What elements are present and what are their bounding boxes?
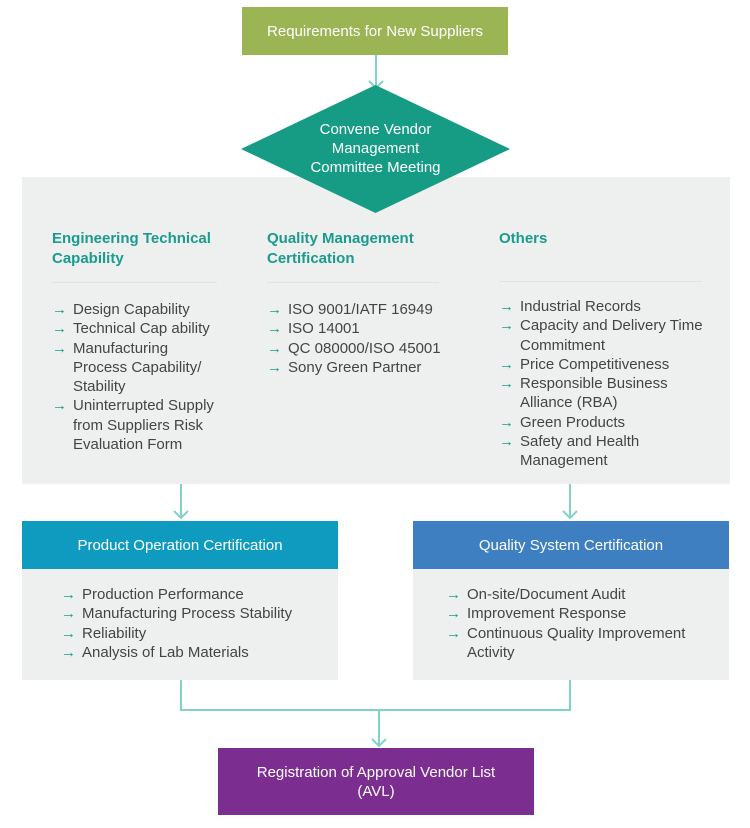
quality-cert-panel xyxy=(413,569,729,680)
column-divider xyxy=(52,282,217,283)
list-item: →Production Performance xyxy=(61,586,244,603)
list-item: →ISO 14001 xyxy=(267,320,360,338)
list-item: →Green Products xyxy=(499,413,626,431)
start-node: Requirements for New Suppliers xyxy=(242,7,508,55)
arrow-right-icon: → xyxy=(446,624,461,642)
arrow-right-icon: → xyxy=(499,317,514,335)
arrow-right-icon: → xyxy=(52,397,67,415)
column-title-line: Certification xyxy=(267,250,355,267)
product-cert-list: →Production Performance →Manufacturing P… xyxy=(61,585,331,662)
arrow-right-icon: → xyxy=(499,298,514,315)
list-item: →Design Capability xyxy=(52,301,190,318)
arrowhead-avl xyxy=(371,738,387,748)
decision-label: Convene Vendor Management Committee Meet… xyxy=(290,118,461,178)
arrow-right-icon: → xyxy=(267,358,282,376)
avl-label-line: (AVL) xyxy=(357,782,395,800)
engineering-list: →Design Capability →Technical Cap abilit… xyxy=(52,300,252,454)
arrow-right-icon: → xyxy=(267,320,282,338)
arrow-right-icon: → xyxy=(61,586,76,603)
product-cert-panel xyxy=(22,569,338,680)
list-item: →ISO 9001/IATF 16949 xyxy=(267,301,433,318)
others-list: →Industrial Records →Capacity and Delive… xyxy=(499,297,724,471)
arrow-right-icon: → xyxy=(61,643,76,661)
arrow-right-icon: → xyxy=(52,301,67,318)
decision-line: Convene Vendor xyxy=(319,120,432,138)
list-item: →Improvement Response xyxy=(446,605,627,623)
arrow-right-icon: → xyxy=(446,586,461,603)
column-title-line: Capability xyxy=(52,250,124,267)
arrow-right-icon: → xyxy=(499,433,514,451)
column-title-line: Engineering Technical xyxy=(52,230,211,247)
product-cert-header: Product Operation Certification xyxy=(22,521,338,569)
quality-cert-list: →On-site/Document Audit →Improvement Res… xyxy=(446,585,726,662)
arrowhead-quality xyxy=(562,510,578,520)
list-item: →Price Competitiveness xyxy=(499,355,670,373)
arrow-right-icon: → xyxy=(499,355,514,373)
arrow-right-icon: → xyxy=(61,624,76,642)
list-item: →Sony Green Partner xyxy=(267,358,422,376)
avl-end-node: Registration of Approval Vendor List (AV… xyxy=(218,748,534,815)
quality-management-list: →ISO 9001/IATF 16949 →ISO 14001 →QC 0800… xyxy=(267,300,477,377)
arrow-right-icon: → xyxy=(267,301,282,318)
decision-line: Committee Meeting xyxy=(310,158,441,176)
arrow-right-icon: → xyxy=(446,605,461,623)
arrow-right-icon: → xyxy=(499,375,514,393)
quality-cert-header: Quality System Certification xyxy=(413,521,729,569)
list-item: →On-site/Document Audit xyxy=(446,586,626,603)
connector-merge xyxy=(180,680,571,711)
decision-line: Management xyxy=(331,139,420,157)
avl-label-line: Registration of Approval Vendor List xyxy=(256,763,496,781)
column-title-engineering: Engineering Technical Capability xyxy=(52,229,252,269)
column-title-line: Others xyxy=(499,230,548,247)
arrow-right-icon: → xyxy=(267,339,282,357)
list-item: →Technical Cap ability xyxy=(52,320,210,338)
decision-diamond xyxy=(241,85,510,213)
column-title-quality-management: Quality Management Certification xyxy=(267,229,477,269)
column-divider xyxy=(499,281,702,282)
list-item: →Reliability xyxy=(61,624,147,642)
list-item: →QC 080000/ISO 45001 xyxy=(267,339,441,357)
arrow-right-icon: → xyxy=(52,339,67,357)
quality-cert-title: Quality System Certification xyxy=(478,536,664,554)
list-item: →Industrial Records xyxy=(499,298,641,315)
criteria-panel xyxy=(22,177,730,484)
arrow-right-icon: → xyxy=(61,605,76,623)
column-divider xyxy=(267,282,439,283)
list-item: →Analysis of Lab Materials xyxy=(61,643,249,661)
arrowhead-product xyxy=(173,510,189,520)
column-title-others: Others xyxy=(499,229,699,249)
product-cert-title: Product Operation Certification xyxy=(77,536,283,554)
arrow-right-icon: → xyxy=(499,413,514,431)
start-node-label: Requirements for New Suppliers xyxy=(267,22,483,40)
arrow-right-icon: → xyxy=(52,320,67,338)
column-title-line: Quality Management xyxy=(267,230,414,247)
list-item: →Manufacturing Process Stability xyxy=(61,605,293,623)
